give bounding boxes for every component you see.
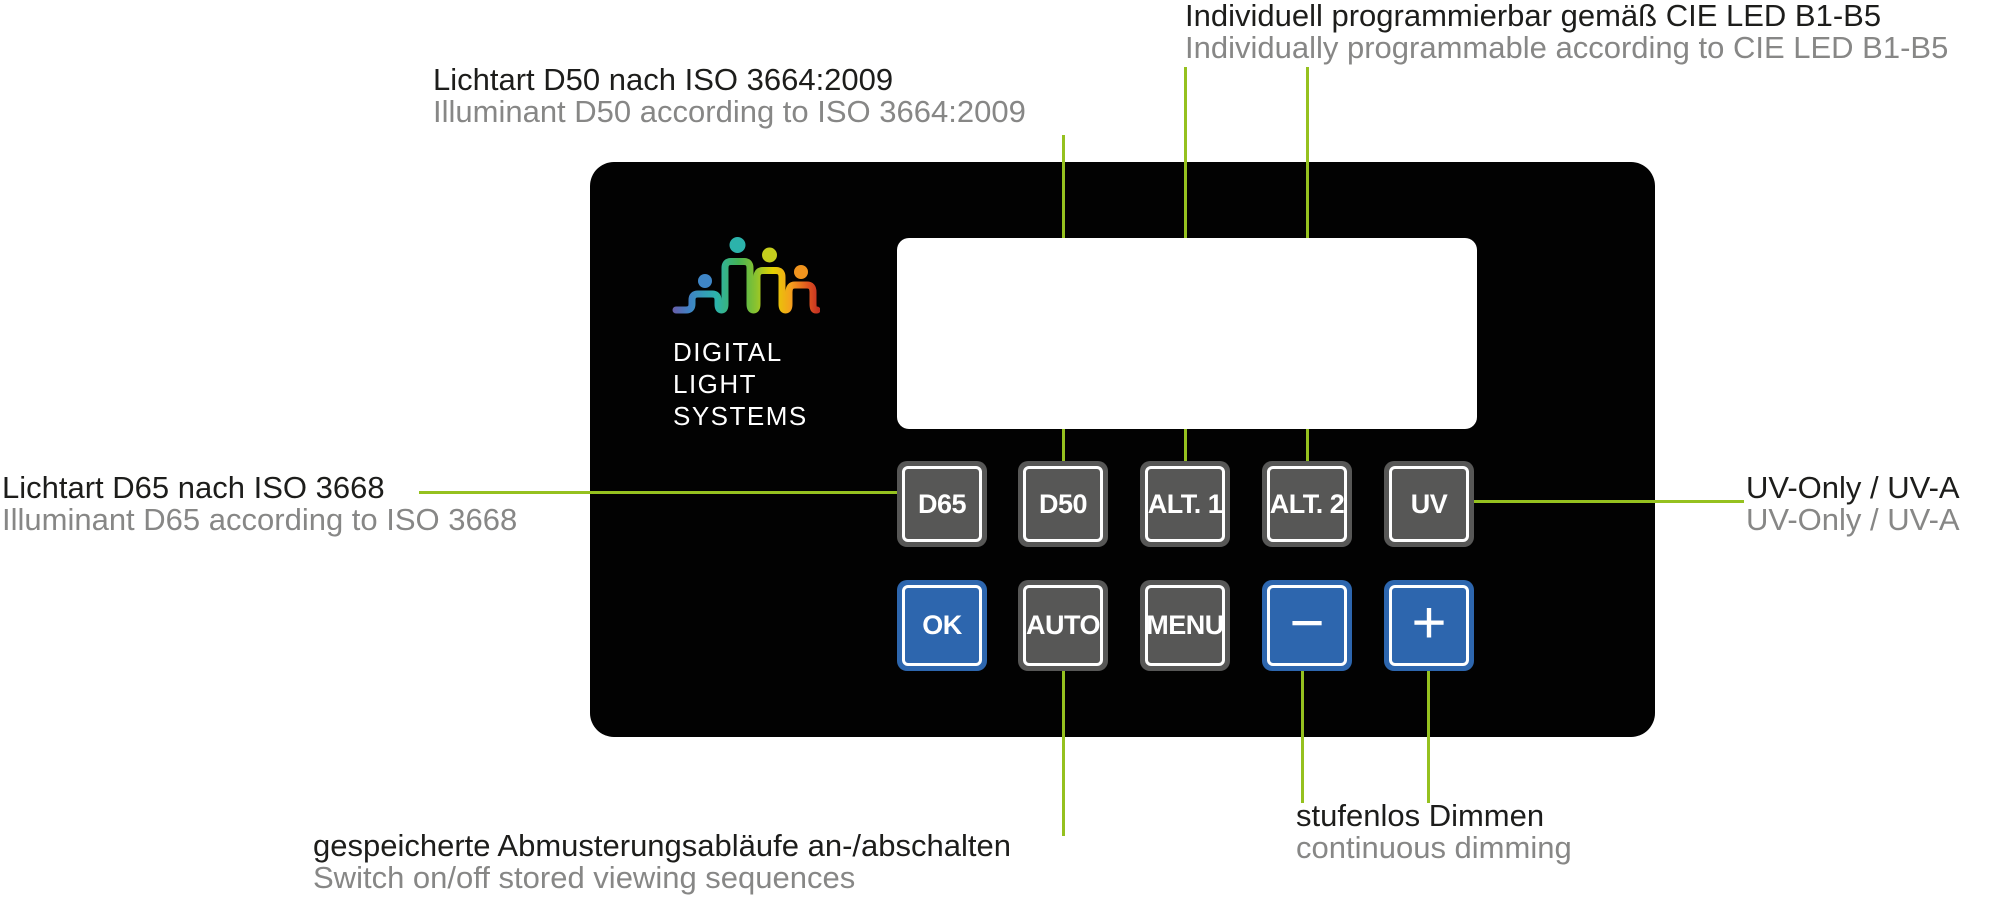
annotation-programmable-de: Individuell programmierbar gemäß CIE LED…: [1185, 0, 1882, 33]
button-d65[interactable]: D65: [897, 461, 987, 547]
button-alt1[interactable]: ALT. 1: [1140, 461, 1230, 547]
annotation-auto: gespeicherte Abmusterungsabläufe an-/abs…: [313, 830, 1011, 894]
annotation-dimming-en: continuous dimming: [1296, 830, 1572, 865]
display-screen: [897, 238, 1477, 429]
button-alt1-label: ALT. 1: [1147, 488, 1223, 519]
plus-glyph: +: [1411, 588, 1447, 656]
decrease-button[interactable]: −: [1262, 580, 1352, 671]
annotation-uv: UV-Only / UV-A UV-Only / UV-A: [1746, 472, 1960, 536]
annotation-programmable: Individuell programmierbar gemäß CIE LED…: [1185, 0, 1948, 64]
annotation-d65-en: Illuminant D65 according to ISO 3668: [2, 502, 518, 537]
annotation-d65-de: Lichtart D65 nach ISO 3668: [2, 470, 385, 505]
annotation-d50: Lichtart D50 nach ISO 3664:2009 Illumina…: [433, 64, 1026, 128]
annotation-uv-de: UV-Only / UV-A: [1746, 470, 1960, 505]
button-d65-label: D65: [917, 488, 967, 519]
brand-line-3: SYSTEMS: [673, 401, 808, 431]
button-uv-label: UV: [1410, 488, 1448, 519]
annotation-programmable-en: Individually programmable according to C…: [1185, 30, 1949, 65]
digital-light-systems-logo-icon: [672, 237, 820, 314]
connector-line-plus: [1427, 671, 1430, 803]
button-alt2-label: ALT. 2: [1269, 488, 1345, 519]
annotation-d50-de: Lichtart D50 nach ISO 3664:2009: [433, 62, 894, 97]
button-ok-label: OK: [922, 610, 962, 640]
button-auto[interactable]: AUTO: [1018, 580, 1108, 671]
button-auto-label: AUTO: [1025, 610, 1101, 640]
brand-wordmark: DIGITAL LIGHT SYSTEMS: [673, 336, 808, 432]
brand-line-2: LIGHT: [673, 369, 758, 399]
annotation-d65: Lichtart D65 nach ISO 3668 Illuminant D6…: [2, 472, 517, 536]
button-menu-label: MENU: [1146, 610, 1224, 640]
annotation-auto-de: gespeicherte Abmusterungsabläufe an-/abs…: [313, 828, 1011, 863]
annotation-d50-en: Illuminant D50 according to ISO 3664:200…: [433, 94, 1026, 129]
connector-line-d65: [419, 491, 897, 494]
connector-line-auto: [1062, 671, 1065, 836]
annotation-dimming: stufenlos Dimmen continuous dimming: [1296, 800, 1572, 864]
minus-glyph: −: [1289, 588, 1325, 656]
button-ok[interactable]: OK: [897, 580, 987, 671]
annotation-auto-en: Switch on/off stored viewing sequences: [313, 860, 856, 895]
annotation-dimming-de: stufenlos Dimmen: [1296, 798, 1545, 833]
connector-line-minus: [1301, 671, 1304, 803]
button-uv[interactable]: UV: [1384, 461, 1474, 547]
increase-button[interactable]: +: [1384, 580, 1474, 671]
button-alt2[interactable]: ALT. 2: [1262, 461, 1352, 547]
button-d50-label: D50: [1038, 488, 1088, 519]
button-d50[interactable]: D50: [1018, 461, 1108, 547]
annotation-uv-en: UV-Only / UV-A: [1746, 502, 1960, 537]
button-menu[interactable]: MENU: [1140, 580, 1230, 671]
connector-line-uv: [1472, 500, 1744, 503]
brand-line-1: DIGITAL: [673, 337, 783, 367]
